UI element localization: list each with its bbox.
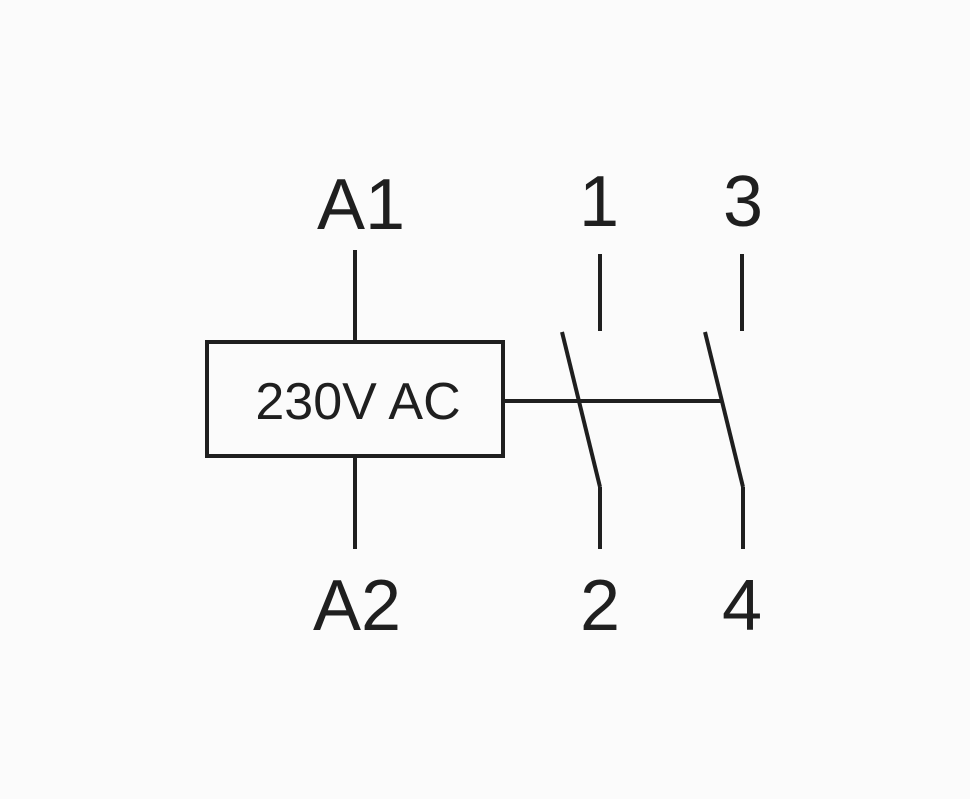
contact-2-terminal-bottom-label: 4 — [722, 566, 762, 646]
coil-terminal-a1-label: A1 — [317, 165, 405, 245]
contact-2-switch-blade — [703, 331, 745, 488]
contact-2-terminal-top-label: 3 — [723, 162, 763, 242]
contact-1-terminal-bottom-label: 2 — [580, 566, 620, 646]
contact-1-switch-blade — [560, 331, 602, 488]
contact-1-terminal-top-label: 1 — [579, 162, 619, 242]
coil-voltage-label: 230V AC — [255, 373, 460, 431]
coil-terminal-a2-label: A2 — [313, 566, 401, 646]
